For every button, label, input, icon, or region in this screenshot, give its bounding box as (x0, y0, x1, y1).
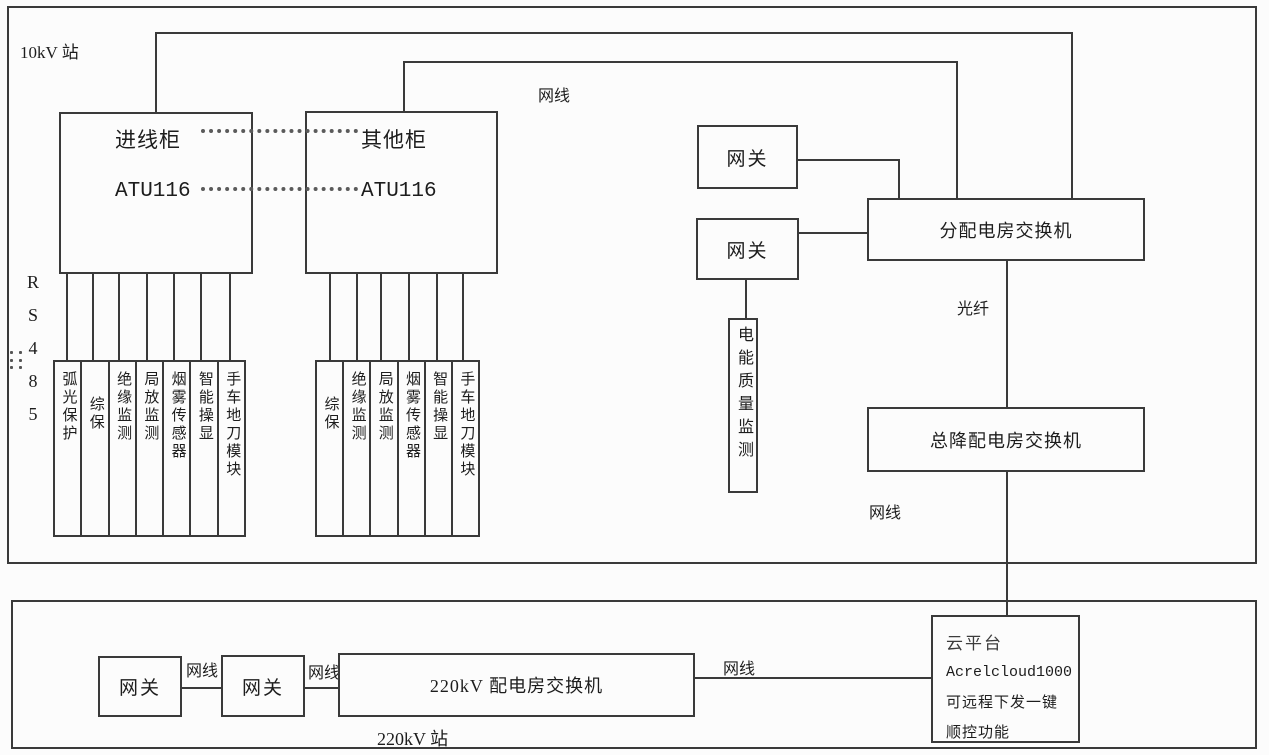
gateway-bottom-link (799, 232, 867, 234)
fiber-label: 光纤 (957, 301, 990, 318)
incoming-cabinet-box: 进线柜 ATU116 (59, 112, 253, 274)
station-220kv-label: 220kV 站 (377, 729, 449, 749)
cab2-device-link-4 (408, 274, 410, 360)
other-cabinet-title: 其他柜 (361, 128, 427, 152)
cloud-platform-product: Acrelcloud1000 (946, 664, 1073, 681)
device-label: 局放监测 (376, 371, 393, 443)
cab2-device-link-3 (380, 274, 382, 360)
cab2-uplink-line (403, 61, 405, 111)
gateway-top-box: 网关 (697, 125, 798, 189)
device-strip: 烟雾传感器 (399, 362, 426, 535)
device-label: 烟雾传感器 (403, 371, 420, 461)
net-cable-220-label-3: 网线 (723, 661, 756, 678)
distribution-switch-box: 分配电房交换机 (867, 198, 1145, 261)
device-label: 绝缘监测 (349, 371, 366, 443)
other-cabinet-model: ATU116 (361, 180, 437, 203)
cab2-uplink-line-drop (956, 61, 958, 198)
rs485-bus-label: RS485 (23, 272, 43, 437)
net-cable-220-label-2: 网线 (308, 665, 341, 682)
device-label: 烟雾传感器 (169, 371, 186, 461)
incoming-cabinet-model: ATU116 (115, 180, 191, 203)
device-strip: 手车地刀模块 (453, 362, 478, 535)
device-strip: 弧光保护 (55, 362, 83, 535)
cab1-device-link-4 (146, 274, 148, 360)
gateway-top-link-horizontal (798, 159, 900, 161)
cab2-device-strip-group: 综保 绝缘监测 局放监测 烟雾传感器 智能操显 手车地刀模块 (315, 360, 480, 537)
cab2-device-link-5 (436, 274, 438, 360)
power-quality-monitor-box: 电能质量监测 (728, 318, 758, 493)
gateway-220-left-label: 网关 (118, 678, 161, 699)
cab1-uplink-line-horizontal (155, 32, 1073, 34)
device-strip: 绝缘监测 (110, 362, 137, 535)
device-label: 手车地刀模块 (224, 371, 241, 479)
cab1-uplink-line (155, 32, 157, 112)
gateway-220-link-2 (305, 687, 338, 689)
switch-220kv-to-cloud-link (695, 677, 931, 679)
device-label: 局放监测 (142, 371, 159, 443)
cab2-device-link-2 (356, 274, 358, 360)
station-10kv-label: 10kV 站 (20, 43, 79, 62)
cloud-platform-title: 云平台 (946, 634, 1003, 653)
cabinet-title-dotted-link (201, 129, 358, 133)
cab1-device-link-6 (200, 274, 202, 360)
cab1-uplink-line-drop (1071, 32, 1073, 198)
cab2-uplink-line-horizontal (403, 61, 958, 63)
cloud-platform-box: 云平台 Acrelcloud1000 可远程下发一键 顺控功能 (931, 615, 1080, 743)
switch-220kv-box: 220kV 配电房交换机 (338, 653, 695, 717)
device-strip: 手车地刀模块 (219, 362, 244, 535)
gateway-220-left-box: 网关 (98, 656, 182, 717)
distribution-switch-label: 分配电房交换机 (939, 220, 1073, 241)
cab1-device-link-2 (92, 274, 94, 360)
device-label: 弧光保护 (60, 371, 77, 443)
device-label: 智能操显 (431, 371, 448, 443)
device-strip: 综保 (82, 362, 110, 535)
device-label: 综保 (322, 396, 339, 432)
gateway-top-link-drop (898, 159, 900, 198)
cab2-device-link-6 (462, 274, 464, 360)
cab1-device-link-7 (229, 274, 231, 360)
other-cabinet-box: 其他柜 ATU116 (305, 111, 498, 274)
net-cable-down-label: 网线 (869, 505, 902, 522)
net-cable-top-label: 网线 (538, 88, 571, 105)
gateway-220-mid-box: 网关 (221, 655, 305, 717)
device-strip: 绝缘监测 (344, 362, 372, 535)
gateway-220-mid-label: 网关 (241, 677, 284, 699)
cabinet-model-dotted-link (201, 187, 358, 191)
gateway-bottom-box: 网关 (696, 218, 799, 280)
cab1-device-link-5 (173, 274, 175, 360)
device-strip: 智能操显 (191, 362, 219, 535)
incoming-cabinet-title: 进线柜 (115, 128, 181, 152)
gateway-220-link-1 (182, 687, 221, 689)
gateway-to-pq-link (745, 280, 747, 318)
cab1-device-link-1 (66, 274, 68, 360)
gateway-top-label: 网关 (726, 148, 769, 170)
device-label: 智能操显 (196, 371, 213, 443)
device-label: 绝缘监测 (115, 371, 132, 443)
gateway-bottom-label: 网关 (726, 240, 769, 262)
main-switch-box: 总降配电房交换机 (867, 407, 1145, 472)
device-strip: 综保 (317, 362, 345, 535)
switch-220kv-label: 220kV 配电房交换机 (429, 676, 604, 696)
device-label: 综保 (87, 396, 104, 432)
net-link-to-cloud-line (1006, 472, 1008, 615)
net-cable-220-label-1: 网线 (186, 663, 219, 680)
device-strip: 烟雾传感器 (164, 362, 192, 535)
cab2-device-link-1 (329, 274, 331, 360)
cab1-device-link-3 (118, 274, 120, 360)
main-switch-label: 总降配电房交换机 (930, 430, 1082, 451)
fiber-link-line (1006, 261, 1008, 407)
device-strip: 智能操显 (426, 362, 453, 535)
rs485-continuation-dots-icon (10, 351, 24, 371)
device-strip: 局放监测 (137, 362, 165, 535)
device-strip: 局放监测 (371, 362, 399, 535)
cloud-platform-feature-1: 可远程下发一键 (946, 694, 1059, 711)
cloud-platform-feature-2: 顺控功能 (946, 724, 1011, 741)
power-quality-monitor-label: 电能质量监测 (735, 326, 752, 464)
device-label: 手车地刀模块 (458, 371, 475, 479)
cab1-device-strip-group: 弧光保护 综保 绝缘监测 局放监测 烟雾传感器 智能操显 手车地刀模块 (53, 360, 246, 537)
